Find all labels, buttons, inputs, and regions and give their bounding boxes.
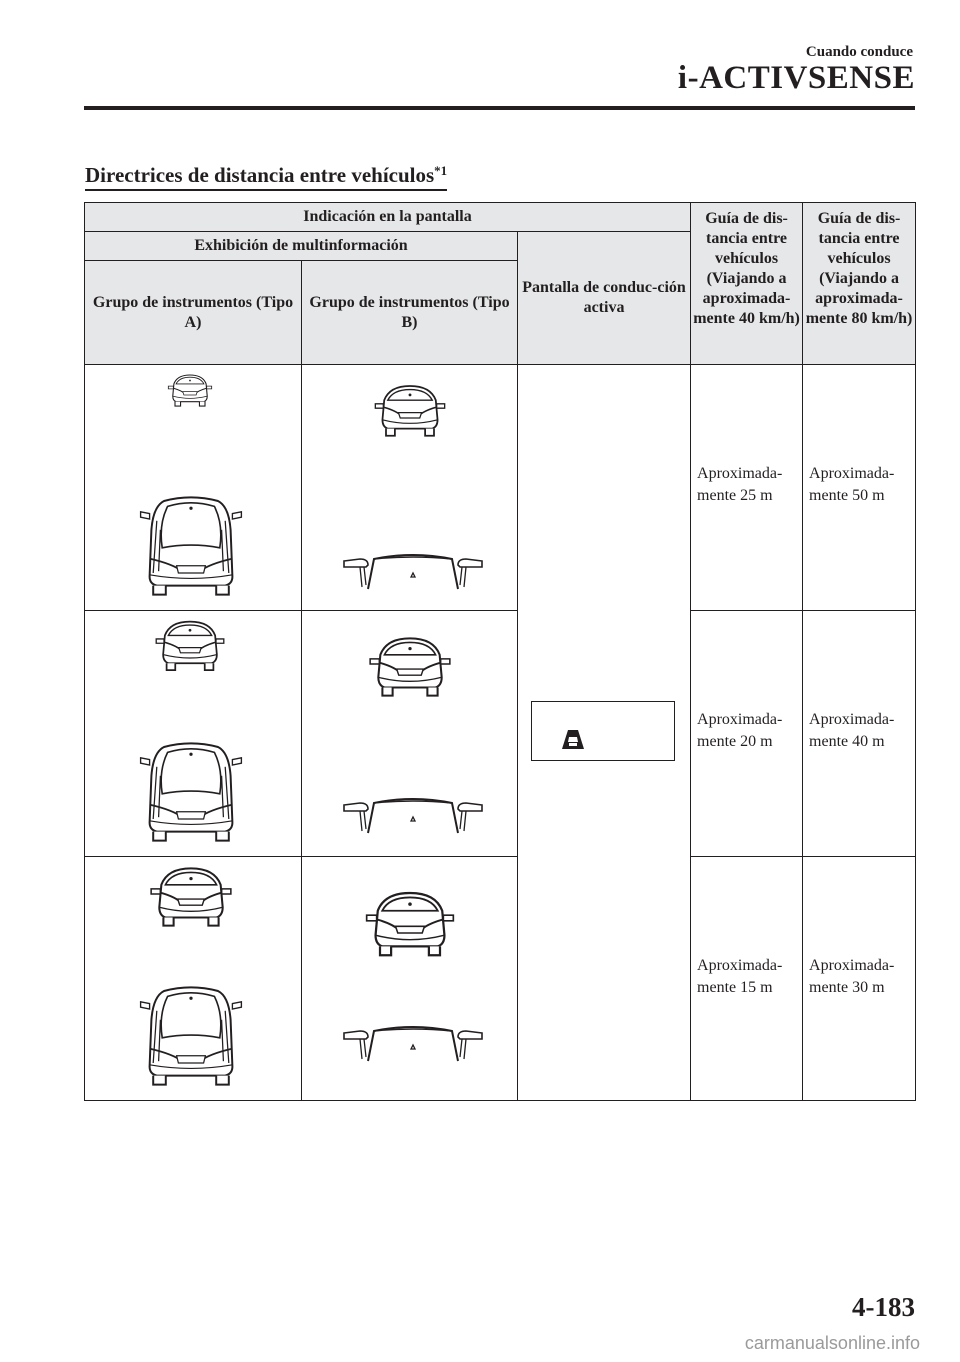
cluster-a-image [84, 856, 302, 1101]
header-cluster-b: Grupo de instrumentos (Tipo B) [301, 260, 518, 365]
car-rear-icon [151, 615, 229, 675]
header-divider [84, 106, 915, 110]
distance-80-cell: Aproxima­da-mente 50 m [802, 364, 917, 611]
table-row: Aproxima­da-mente 15 m Aproxima­da-mente… [84, 856, 917, 1101]
chapter-title: i-ACTIVSENSE [677, 60, 915, 96]
header-guide-80: Guía de dis-tancia entre vehículos (Viaj… [802, 202, 917, 365]
header-active-display: Pantalla de conduc-ción activa [516, 231, 692, 365]
distance-guide-table: Indicación en la pantalla Guía de dis-ta… [83, 202, 917, 1101]
header-multi-info: Exhibición de multinformación [84, 231, 518, 261]
car-rear-icon [360, 885, 460, 961]
car-top-icon [137, 981, 245, 1091]
distance-40-cell: Aproxima­da-mente 15 m [690, 856, 804, 1101]
car-rear-icon [364, 631, 456, 701]
watermark: carmanualsonline.info [744, 1333, 920, 1353]
section-title: Directrices de distancia entre vehículos… [85, 158, 448, 191]
own-vehicle-hood-icon [338, 551, 488, 591]
distance-40-cell: Aproxima­da-mente 20 m [690, 610, 804, 857]
car-rear-icon [370, 379, 450, 441]
table-row: Aproxima­da-mente 20 m Aproxima­da-mente… [84, 610, 917, 857]
own-vehicle-hood-icon [338, 795, 488, 835]
section-header: Cuando conduce [805, 44, 913, 60]
page-number: 4-183 [852, 1292, 915, 1322]
header-guide-40: Guía de dis-tancia entre vehículos (Viaj… [690, 202, 804, 365]
car-rear-icon [165, 371, 215, 409]
car-top-icon [137, 737, 245, 847]
cluster-b-image [301, 856, 518, 1101]
car-rear-icon [145, 861, 237, 931]
table-row: Aproxima­da-mente 25 m Aproxima­da-mente… [84, 364, 917, 1101]
section-title-text: Directrices de distancia entre vehículos [85, 163, 435, 187]
car-top-icon [137, 491, 245, 601]
cluster-b-image [301, 364, 518, 611]
active-display-frame [531, 701, 675, 761]
footnote-mark: *1 [434, 163, 448, 178]
active-display-image [516, 364, 692, 1101]
own-vehicle-hood-icon [338, 1023, 488, 1063]
cluster-a-image [84, 364, 302, 611]
header-cluster-a: Grupo de instrumentos (Tipo A) [84, 260, 302, 365]
header-display: Indicación en la pantalla [83, 202, 692, 232]
cluster-b-image [301, 610, 518, 857]
distance-40-cell: Aproxima­da-mente 25 m [690, 364, 804, 611]
vehicle-ahead-icon [562, 730, 584, 749]
distance-80-cell: Aproxima­da-mente 40 m [802, 610, 917, 857]
distance-80-cell: Aproxima­da-mente 30 m [802, 856, 917, 1101]
cluster-a-image [84, 610, 302, 857]
